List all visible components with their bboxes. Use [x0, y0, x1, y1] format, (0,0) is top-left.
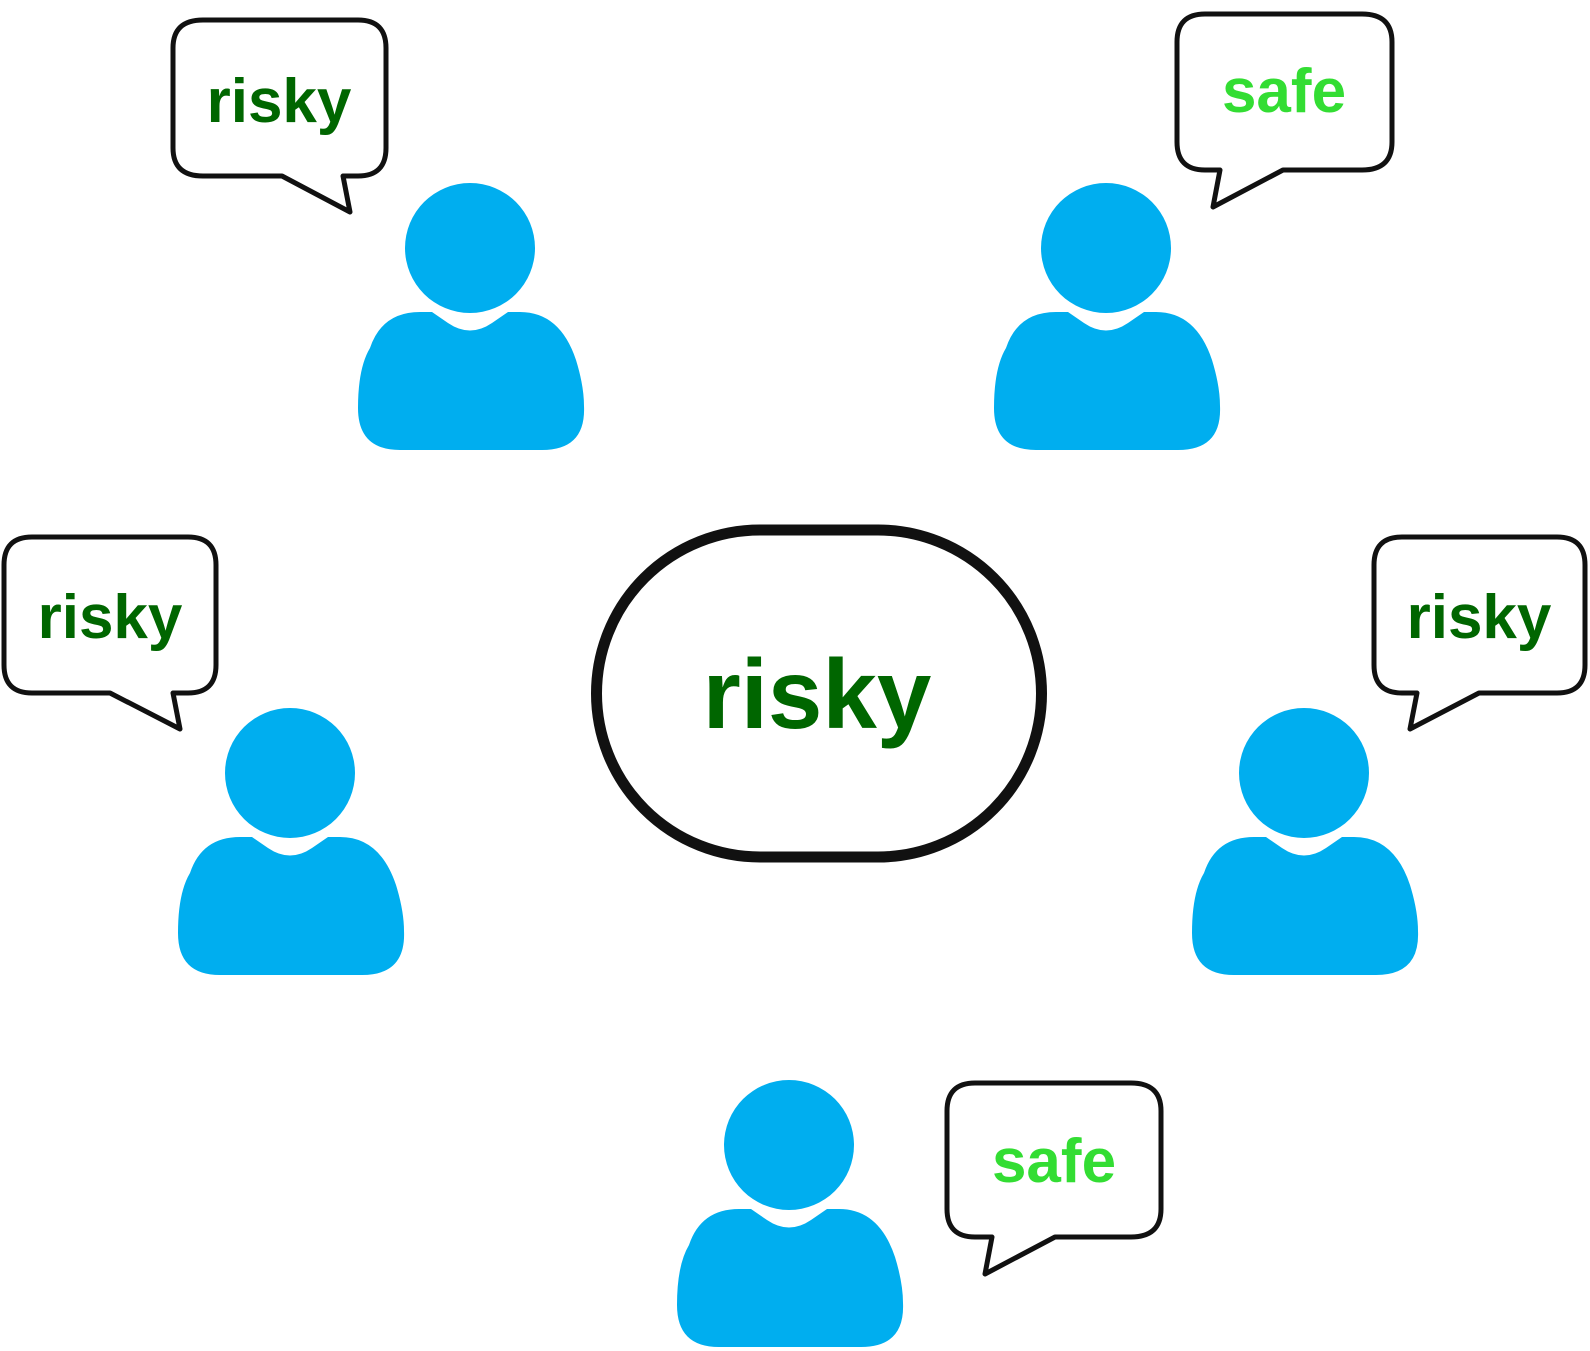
- agent-bottom: safe: [677, 1080, 1164, 1347]
- person-icon: [677, 1080, 904, 1347]
- person-icon: [1192, 708, 1419, 975]
- agent-middle-right: risky: [1192, 534, 1588, 975]
- consensus-outline: [591, 524, 1047, 863]
- speech-label: risky: [38, 583, 183, 652]
- speech-label: risky: [1407, 583, 1552, 652]
- speech-bubble: [1174, 11, 1395, 210]
- person-icon: [178, 708, 405, 975]
- speech-bubble: [170, 17, 389, 215]
- agent-middle-left: risky: [1, 534, 405, 975]
- speech-bubble: [944, 1080, 1164, 1277]
- group-consensus: risky: [591, 524, 1047, 863]
- consensus-label: risky: [703, 639, 932, 749]
- person-icon: [358, 183, 585, 450]
- speech-label: safe: [1222, 57, 1346, 126]
- speech-bubble: [1, 534, 219, 732]
- speech-label: risky: [207, 67, 352, 136]
- agent-top-right: safe: [994, 11, 1395, 450]
- agent-top-left: risky: [170, 17, 585, 450]
- speech-bubble: [1371, 534, 1588, 732]
- person-icon: [994, 183, 1221, 450]
- speech-label: safe: [992, 1127, 1116, 1196]
